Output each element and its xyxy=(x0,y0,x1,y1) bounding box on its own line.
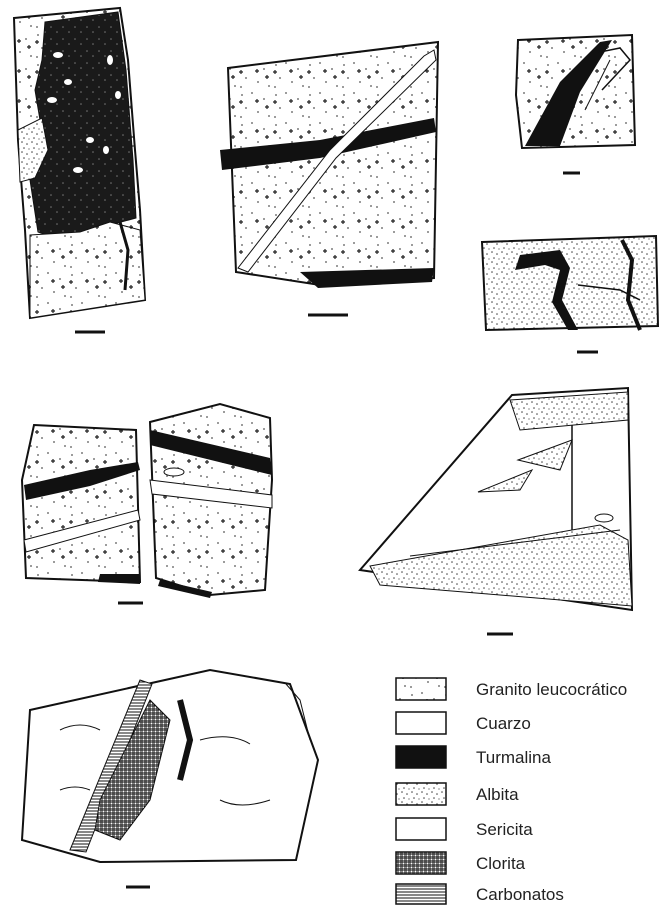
legend-item-sericite: Sericita xyxy=(396,818,533,840)
legend-item-chlorite: Clorita xyxy=(396,852,526,874)
sample-d xyxy=(482,236,658,352)
sericite-swatch xyxy=(396,818,446,840)
legend-label-quartz: Cuarzo xyxy=(476,714,531,733)
legend-label-albite: Albita xyxy=(476,785,519,804)
sample-g xyxy=(22,670,318,887)
legend-item-quartz: Cuarzo xyxy=(396,712,531,734)
legend-item-tourmaline: Turmalina xyxy=(396,746,551,768)
sample-e xyxy=(22,404,272,603)
quartz-swatch xyxy=(396,712,446,734)
chlorite-swatch xyxy=(396,852,446,874)
sample-c xyxy=(516,35,635,173)
legend: Granito leucocrático Cuarzo Turmalina Al… xyxy=(396,678,627,904)
legend-item-carbonates: Carbonatos xyxy=(396,884,564,904)
sample-b xyxy=(220,42,438,315)
legend-label-carbonates: Carbonatos xyxy=(476,885,564,904)
legend-label-granite: Granito leucocrático xyxy=(476,680,627,699)
legend-item-albite: Albita xyxy=(396,783,519,805)
sample-a xyxy=(14,8,145,332)
tourmaline-swatch xyxy=(396,746,446,768)
legend-label-chlorite: Clorita xyxy=(476,854,526,873)
legend-label-sericite: Sericita xyxy=(476,820,533,839)
legend-label-tourmaline: Turmalina xyxy=(476,748,551,767)
carbonates-swatch xyxy=(396,884,446,904)
albite-swatch xyxy=(396,783,446,805)
granite-swatch xyxy=(396,678,446,700)
legend-item-granite: Granito leucocrático xyxy=(396,678,627,700)
sample-f xyxy=(360,388,632,634)
